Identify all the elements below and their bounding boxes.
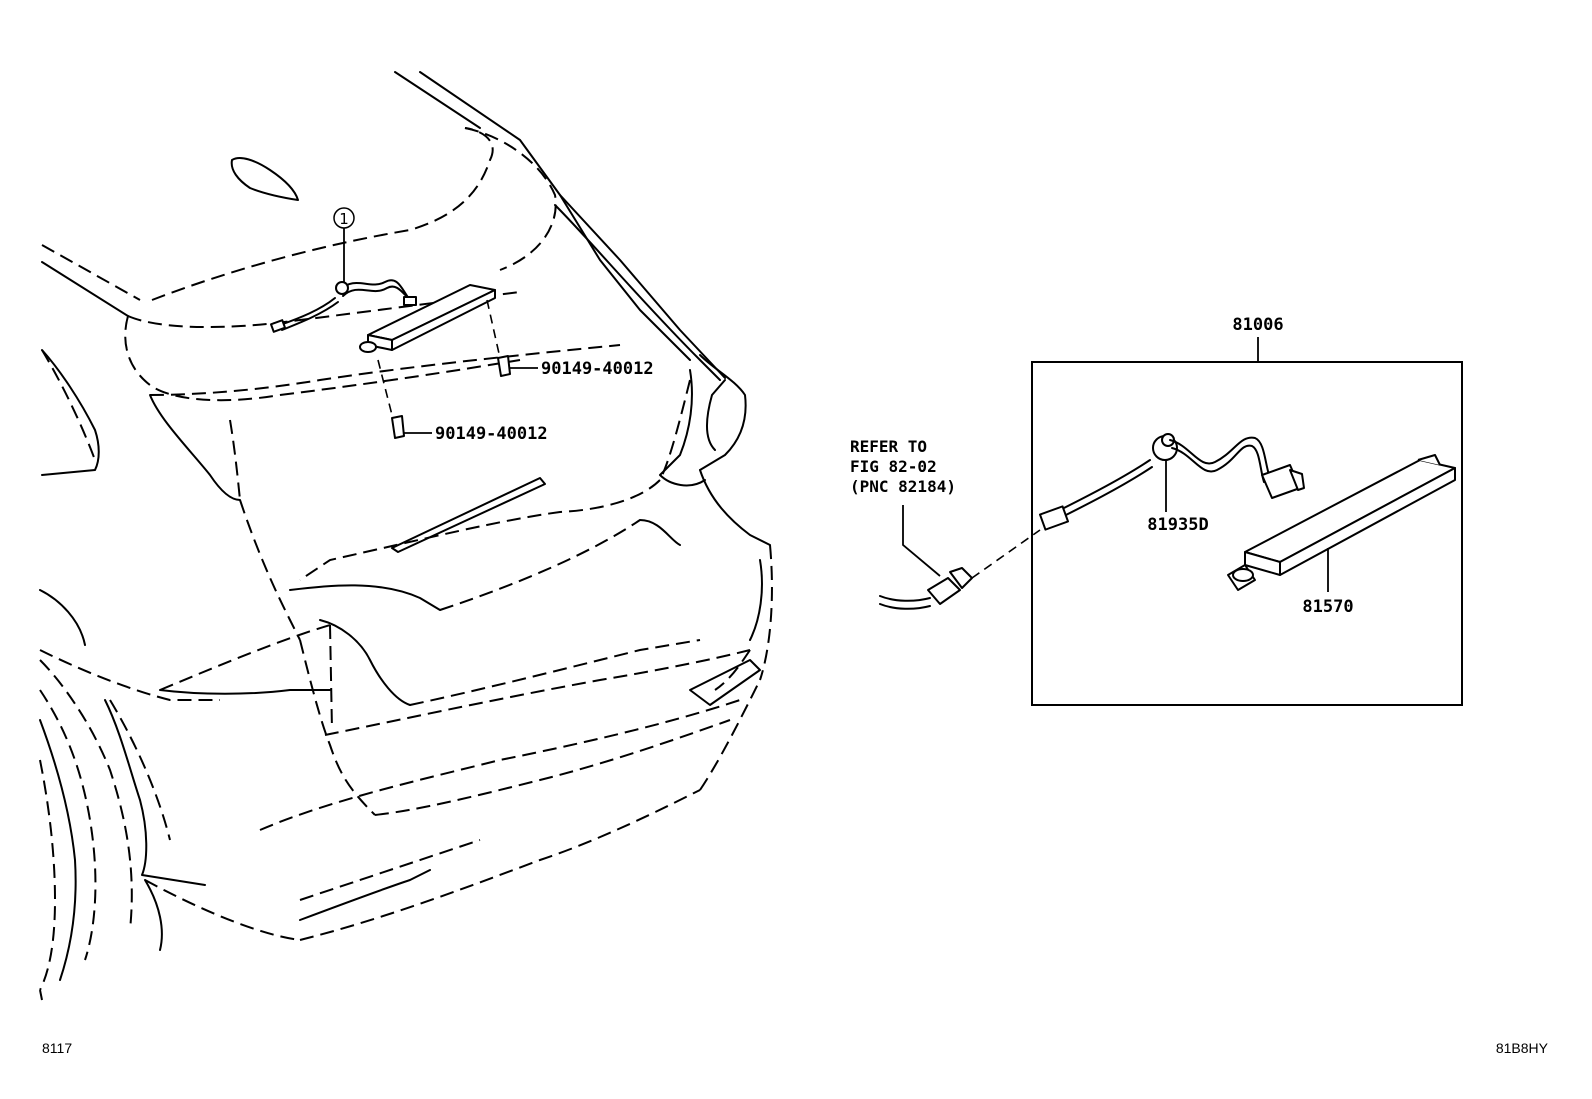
bolt-lower-label: 90149-40012	[435, 424, 548, 444]
assembly-label: 81006	[1232, 315, 1283, 335]
bolt-lower: 90149-40012	[377, 359, 548, 444]
callout-1: 1	[333, 207, 355, 282]
reference-line-3: (PNC 82184)	[850, 477, 956, 496]
reference-line-1: REFER TO	[850, 437, 927, 456]
callout-1-label: 1	[339, 210, 349, 228]
reference-connector: REFER TO FIG 82-02 (PNC 82184)	[850, 437, 1041, 610]
installed-high-mount-stop-lamp	[269, 279, 496, 353]
vehicle-outline	[39, 71, 773, 1001]
lamp-label: 81570	[1302, 597, 1353, 617]
bolt-upper-label: 90149-40012	[541, 359, 654, 379]
figure-code-left: 8117	[42, 1040, 72, 1056]
wire-harness: 81935D	[1038, 433, 1305, 535]
figure-code-right: 81B8HY	[1496, 1040, 1549, 1056]
stop-lamp-part: 81570	[1227, 454, 1456, 617]
assembly-box: 81006 81935D 81570	[1031, 315, 1463, 706]
reference-line-2: FIG 82-02	[850, 457, 937, 476]
bolt-upper: 90149-40012	[486, 299, 654, 379]
wire-label: 81935D	[1147, 515, 1208, 535]
